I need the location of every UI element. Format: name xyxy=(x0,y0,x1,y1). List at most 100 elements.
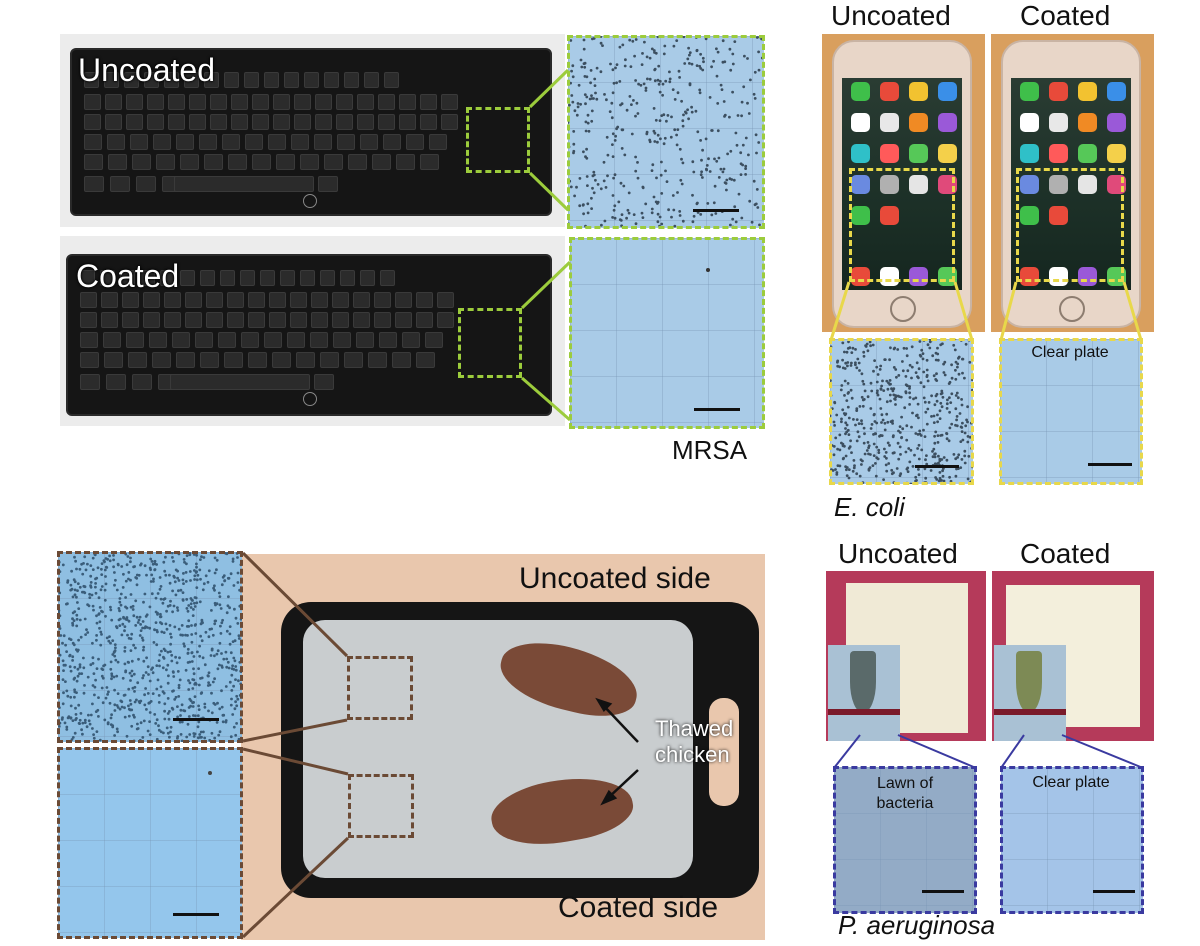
bacterial-colony xyxy=(188,697,192,701)
bacterial-colony xyxy=(109,605,112,609)
keyboard-key xyxy=(168,114,185,130)
bacterial-colony xyxy=(710,213,714,217)
bacterial-colony xyxy=(956,456,959,459)
bacterial-colony xyxy=(178,656,181,660)
bacterial-colony xyxy=(931,354,935,358)
bacterial-colony xyxy=(87,713,90,717)
bacterial-colony xyxy=(590,119,594,123)
bacterial-colony xyxy=(75,617,79,621)
bacterial-colony xyxy=(71,659,74,662)
bacterial-colony xyxy=(212,586,216,590)
bacterial-colony xyxy=(956,365,959,369)
bacterial-colony xyxy=(861,459,864,463)
bacterial-colony xyxy=(852,466,856,470)
bacterial-colony xyxy=(885,400,889,404)
bacterial-colony xyxy=(848,346,852,350)
bacterial-colony xyxy=(660,160,663,164)
hp-logo-icon xyxy=(303,194,317,208)
bacterial-colony xyxy=(221,713,225,717)
bacterial-colony xyxy=(141,736,145,739)
bacterial-colony xyxy=(76,648,80,652)
bacterial-colony xyxy=(115,727,119,731)
bacterial-colony xyxy=(81,721,85,725)
bacterial-colony xyxy=(610,101,614,105)
bacterial-colony xyxy=(926,343,930,347)
bacterial-colony xyxy=(220,689,223,693)
bacterial-colony xyxy=(228,606,232,610)
bacterial-colony xyxy=(925,368,929,372)
keyboard-key xyxy=(336,114,353,130)
bacterial-colony xyxy=(209,654,213,657)
bacterial-colony xyxy=(119,592,123,596)
keyboard-key xyxy=(311,292,328,308)
keyboard-key xyxy=(336,94,353,110)
bacterial-colony xyxy=(112,558,115,562)
bacterial-colony xyxy=(723,115,726,118)
bacterial-colony xyxy=(596,183,600,186)
bacterial-colony xyxy=(77,638,80,642)
bacterial-colony xyxy=(956,362,960,366)
bacterial-colony xyxy=(108,701,112,705)
bacterial-colony xyxy=(757,141,761,144)
keyboard-key xyxy=(406,134,424,150)
bacterial-colony xyxy=(851,469,855,473)
bacterial-colony xyxy=(728,115,731,119)
bacterial-colony xyxy=(862,350,866,354)
bacterial-colony xyxy=(890,387,893,391)
bacterial-colony xyxy=(210,691,213,695)
bacterial-colony xyxy=(127,577,130,581)
bacterial-colony xyxy=(844,454,848,458)
bacterial-colony xyxy=(856,357,860,361)
bacterial-colony xyxy=(931,455,935,459)
bacterial-colony xyxy=(642,82,646,86)
keyboard-key xyxy=(104,72,119,88)
bacterial-colony xyxy=(841,366,845,370)
bacterial-colony xyxy=(86,603,89,606)
bacterial-colony xyxy=(64,643,67,647)
bacterial-colony xyxy=(78,672,81,676)
bacterial-colony xyxy=(700,170,703,174)
bacterial-colony xyxy=(636,176,640,180)
bacterial-colony xyxy=(146,665,150,669)
bacterial-colony xyxy=(129,578,132,582)
bacterial-colony xyxy=(914,396,918,400)
uncoated-side-label: Uncoated side xyxy=(519,562,711,595)
bacterial-colony xyxy=(673,98,677,101)
bacterial-colony xyxy=(115,674,119,678)
keyboard-key xyxy=(344,72,359,88)
bacterial-colony xyxy=(122,615,125,619)
keyboard-key xyxy=(218,332,236,348)
bacterial-colony xyxy=(179,588,183,592)
bacterial-colony xyxy=(82,562,85,565)
bacterial-colony xyxy=(177,686,181,690)
bacterial-colony xyxy=(948,426,952,430)
bacterial-colony xyxy=(917,468,920,471)
bacterial-colony xyxy=(935,478,939,481)
bacterial-colony xyxy=(78,718,82,722)
app-icon xyxy=(1078,144,1097,163)
bacterial-colony xyxy=(863,452,867,456)
bacterial-colony xyxy=(227,595,230,599)
bacterial-colony xyxy=(954,407,958,411)
keyboard-key xyxy=(107,134,125,150)
bacterial-colony xyxy=(166,731,170,735)
bacterial-colony xyxy=(723,60,727,64)
bacterial-colony xyxy=(860,372,864,376)
app-icon xyxy=(938,82,957,101)
bacterial-colony xyxy=(752,179,756,183)
bacterial-colony xyxy=(75,613,79,617)
bacterial-colony xyxy=(69,716,73,720)
bacterial-colony xyxy=(628,38,632,42)
bacterial-colony xyxy=(834,468,837,471)
bacterial-colony xyxy=(203,702,207,706)
keyboard-key xyxy=(176,134,194,150)
bacterial-colony xyxy=(71,595,75,599)
bacterial-colony xyxy=(145,626,149,629)
bacterial-colony xyxy=(584,120,588,124)
bacterial-colony xyxy=(229,572,233,576)
bacterial-colony xyxy=(65,725,69,729)
bacterial-colony xyxy=(177,579,181,582)
bacterial-colony xyxy=(666,114,670,117)
bacterial-colony xyxy=(91,641,94,645)
keyboard-key xyxy=(392,352,411,368)
